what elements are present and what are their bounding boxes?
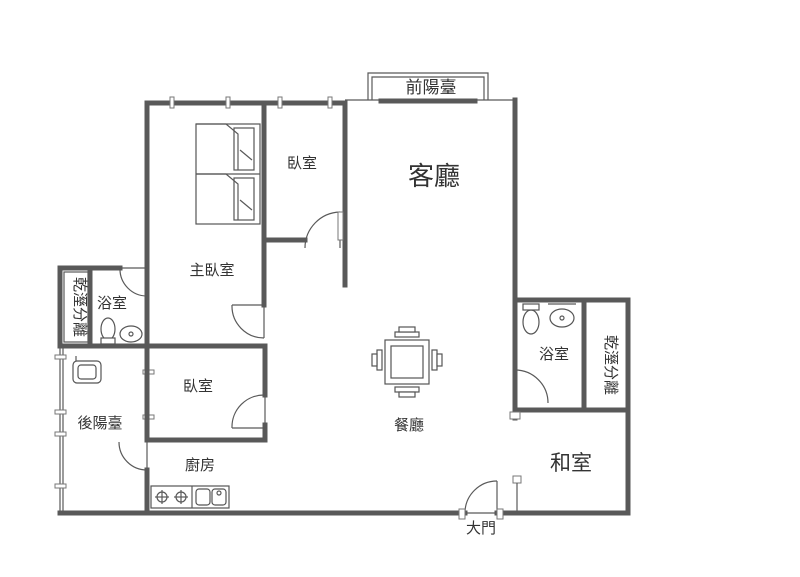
dry-wet-right-label: 乾溼分離 [602,335,620,395]
back-balcony-label: 後陽臺 [77,414,122,432]
bath-left-label: 浴室 [97,294,127,312]
main-door-label: 大門 [466,519,496,537]
master-bedroom-label: 主臥室 [189,261,234,279]
room-labels: 臥室 客廳 主臥室 浴室 乾溼分離 臥室 後陽臺 廚房 餐廳 浴室 乾溼分離 和… [71,154,620,537]
bath-right-label: 浴室 [539,345,569,363]
bedroom-1-label: 臥室 [287,154,317,172]
kitchen-label: 廚房 [185,456,215,474]
dining-table [371,326,443,398]
doors [118,211,549,520]
dry-wet-left-label: 乾溼分離 [71,277,89,337]
left-bath-fixtures [63,271,143,345]
dining-room-label: 餐廳 [394,416,424,434]
right-bath-fixtures [522,303,576,335]
front-balcony-label: 前陽臺 [406,78,457,98]
laundry-sink [72,356,102,384]
bedroom-2-label: 臥室 [183,377,213,395]
japanese-room-label: 和室 [550,451,592,475]
living-room-label: 客廳 [408,162,460,192]
front-balcony: 前陽臺 [345,72,515,104]
double-bed [195,123,261,225]
interior-walls [57,100,631,516]
kitchen-counter [150,485,230,509]
top-windows [169,96,333,109]
